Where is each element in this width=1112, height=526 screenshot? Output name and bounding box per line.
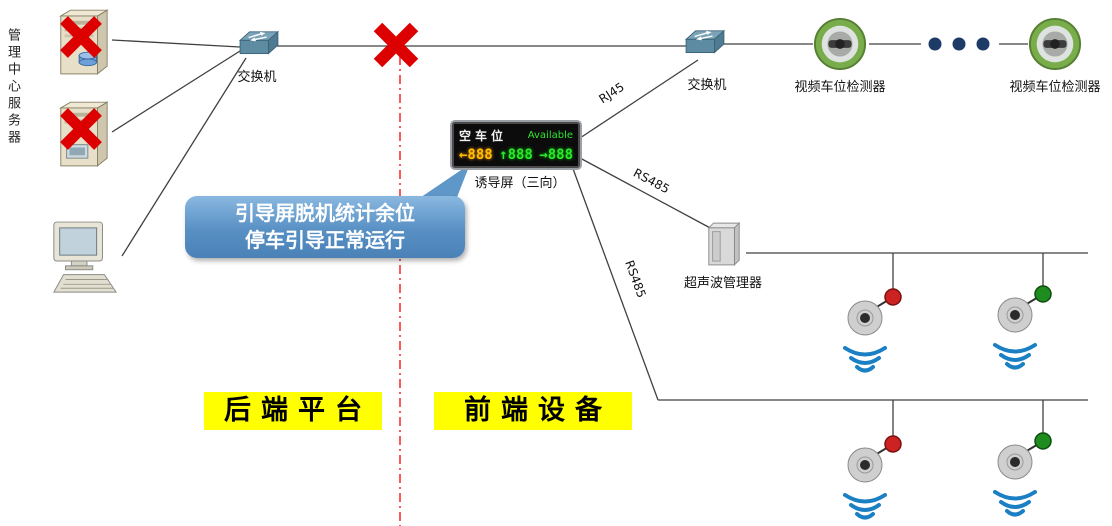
indicator-light-green-icon xyxy=(1034,285,1052,303)
zone-label-frontend: 前端设备 xyxy=(434,392,632,430)
indicator-light-red-icon xyxy=(884,288,902,306)
right-switch-label: 交换机 xyxy=(687,78,727,93)
ultrasonic-sensor-icon xyxy=(985,285,1065,375)
guidance-display-board: 空车位 Available ←888 ↑888 →888 xyxy=(452,122,580,168)
switch-icon xyxy=(683,28,727,66)
backbone-fault-x-icon xyxy=(371,20,421,74)
guidance-screen-label: 诱导屏（三向） xyxy=(474,176,566,191)
ultrasonic-sensor-icon xyxy=(835,288,915,378)
ultrasonic-manager-label: 超声波管理器 xyxy=(683,276,762,291)
management-center-label: 管理中心服务器 xyxy=(5,28,20,147)
wire-server2-switch xyxy=(111,50,241,133)
board-title-cn: 空车位 xyxy=(459,129,508,143)
board-title-en: Available xyxy=(527,130,573,141)
video-detector-icon xyxy=(813,17,867,75)
callout-line2: 停车引导正常运行 xyxy=(245,228,405,252)
wire-workstation-switch xyxy=(121,57,247,257)
wire-server1-switch xyxy=(111,39,241,48)
left-switch-label: 交换机 xyxy=(237,70,277,85)
board-segment-up: ↑888 xyxy=(499,147,533,163)
wire-rs485-a xyxy=(579,157,715,231)
switch-icon xyxy=(237,29,281,67)
indicator-light-green-icon xyxy=(1034,432,1052,450)
video-detector2-label: 视频车位检测器 xyxy=(1009,80,1101,95)
status-callout: 引导屏脱机统计余位 停车引导正常运行 xyxy=(185,196,465,258)
wire-rj45 xyxy=(579,59,699,139)
indicator-light-red-icon xyxy=(884,435,902,453)
zone-label-backend: 后端平台 xyxy=(204,392,382,430)
workstation-icon xyxy=(48,220,120,304)
video-detector-icon xyxy=(1028,17,1082,75)
video-detector1-label: 视频车位检测器 xyxy=(794,80,886,95)
fault-x-icon xyxy=(58,106,104,156)
fault-x-icon xyxy=(58,14,104,64)
ellipsis-dots-icon xyxy=(928,37,990,51)
ultrasonic-manager-icon xyxy=(705,220,743,272)
ultrasonic-sensor-icon xyxy=(835,435,915,525)
board-segment-right: →888 xyxy=(539,147,573,163)
ultrasonic-sensor-icon xyxy=(985,432,1065,522)
wire-rs485-b xyxy=(571,165,659,401)
callout-line1: 引导屏脱机统计余位 xyxy=(235,201,415,225)
board-segment-left: ←888 xyxy=(459,147,493,163)
